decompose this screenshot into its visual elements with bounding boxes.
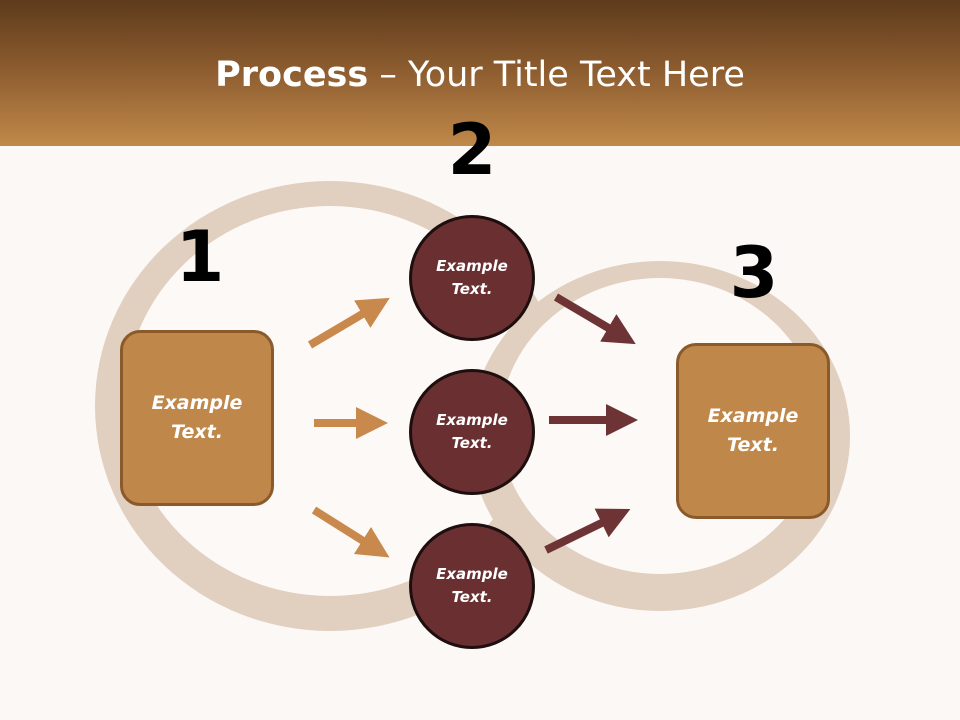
right-text-box: Example Text. [676, 343, 830, 519]
arrow-right-top [553, 293, 636, 345]
arrow-right-bottom [544, 508, 631, 554]
slide-title: Process – Your Title Text Here [0, 52, 960, 98]
right-box-label: Example Text. [707, 405, 799, 456]
title-bold: Process [215, 55, 369, 95]
circle-bottom-label: Example Text. [436, 565, 508, 606]
circle-bottom: Example Text. [409, 523, 535, 649]
step-number-3: 3 [729, 232, 779, 314]
arrow-left-bottom [311, 506, 390, 558]
step-number-1: 1 [175, 216, 225, 298]
header-band [0, 0, 960, 146]
title-rest: – Your Title Text Here [368, 55, 745, 95]
circle-middle: Example Text. [409, 369, 535, 495]
circle-middle-label: Example Text. [436, 411, 508, 452]
arrow-left-top [307, 297, 390, 349]
circle-top-label: Example Text. [436, 257, 508, 298]
left-box-label: Example Text. [151, 392, 243, 443]
circle-top: Example Text. [409, 215, 535, 341]
step-number-2: 2 [447, 109, 497, 191]
left-text-box: Example Text. [120, 330, 274, 506]
